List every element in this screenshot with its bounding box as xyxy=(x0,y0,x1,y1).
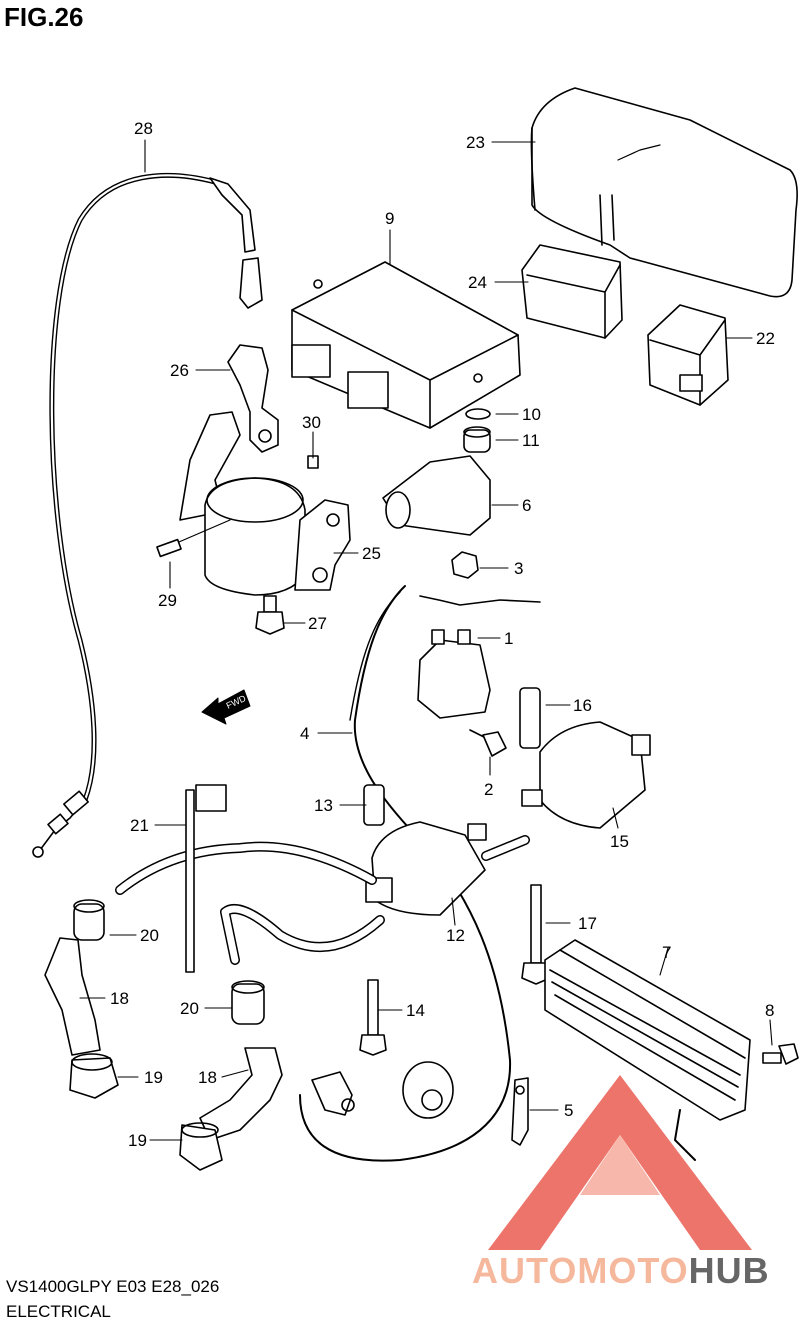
connector-lower xyxy=(311,1071,355,1116)
boot-part-18-right xyxy=(199,1047,283,1141)
section-name: ELECTRICAL xyxy=(6,1302,111,1321)
bracket-part-21 xyxy=(185,784,227,973)
watermark-text: AUTOMOTOHUB xyxy=(472,1250,770,1292)
callout-5: 5 xyxy=(564,1101,573,1120)
callout-15: 15 xyxy=(610,832,629,851)
sensor-part-25 xyxy=(179,411,351,596)
forward-arrow: FWD xyxy=(201,689,251,725)
callout-19-left: 19 xyxy=(144,1068,163,1087)
callout-17: 17 xyxy=(578,914,597,933)
bolt-part-14 xyxy=(359,979,387,1056)
callout-6: 6 xyxy=(522,496,531,515)
callout-22: 22 xyxy=(756,329,775,348)
callout-25: 25 xyxy=(362,544,381,563)
callout-7: 7 xyxy=(662,943,671,962)
spacer-part-13 xyxy=(363,784,385,826)
spacer-part-16 xyxy=(519,687,541,749)
callout-26: 26 xyxy=(170,361,189,380)
callout-21: 21 xyxy=(130,816,149,835)
callout-27: 27 xyxy=(308,614,327,633)
relay-part-22 xyxy=(647,304,729,406)
callout-12: 12 xyxy=(446,926,465,945)
bolt-part-8 xyxy=(762,1043,799,1065)
grommet-part-11 xyxy=(463,426,491,453)
callout-11: 11 xyxy=(522,431,540,450)
grommet-lower xyxy=(402,1061,454,1119)
leader-lines xyxy=(79,139,773,1141)
boot-part-6 xyxy=(382,455,491,536)
regulator-part-7 xyxy=(544,939,751,1161)
callout-2: 2 xyxy=(484,780,493,799)
callout-28: 28 xyxy=(134,119,153,138)
callout-8: 8 xyxy=(765,1001,774,1020)
cap-part-20-lower xyxy=(231,980,265,1025)
clamp-part-5 xyxy=(511,1077,529,1146)
callout-16: 16 xyxy=(573,696,592,715)
callout-3: 3 xyxy=(514,559,523,578)
ecu-part-9 xyxy=(291,261,521,429)
figure-title: FIG.26 xyxy=(4,2,84,32)
callout-13: 13 xyxy=(314,796,333,815)
callout-24: 24 xyxy=(468,273,487,292)
cap-part-19-left xyxy=(69,1053,119,1099)
ignition-coil-part-15 xyxy=(521,721,651,829)
callout-18-left: 18 xyxy=(110,989,129,1008)
bracket-part-26 xyxy=(227,344,279,453)
callout-19-right: 19 xyxy=(128,1131,147,1150)
starter-relay-part-1 xyxy=(417,629,491,719)
callout-20-upper: 20 xyxy=(140,926,159,945)
callout-4: 4 xyxy=(300,724,309,743)
bolt-part-29 xyxy=(156,519,231,558)
cable-part-28 xyxy=(32,172,263,858)
callout-30: 30 xyxy=(302,413,321,432)
callout-18-right: 18 xyxy=(198,1068,217,1087)
callout-20-lower: 20 xyxy=(180,999,199,1018)
wire-part-4 xyxy=(299,585,541,1162)
cap-part-19-right xyxy=(179,1122,223,1171)
cap-part-20-upper xyxy=(73,899,105,941)
callout-9: 9 xyxy=(385,209,394,228)
boot-part-18-left xyxy=(44,937,101,1056)
bolt-part-2 xyxy=(469,729,507,757)
watermark-logo xyxy=(488,1075,752,1250)
bolt-part-27 xyxy=(255,595,285,635)
callout-29: 29 xyxy=(158,591,177,610)
callout-23: 23 xyxy=(466,133,485,152)
washer-part-10 xyxy=(465,408,491,420)
plug-wires xyxy=(115,835,530,965)
ignition-coil-part-12 xyxy=(365,821,487,916)
callout-10: 10 xyxy=(522,405,541,424)
cover-part-23 xyxy=(530,87,798,298)
watermark-text-a: AUTOMOTO xyxy=(472,1250,689,1291)
relay-part-24 xyxy=(521,244,623,339)
model-code: VS1400GLPY E03 E28_026 xyxy=(6,1277,220,1296)
bolt-part-17 xyxy=(521,884,551,985)
callout-1: 1 xyxy=(504,629,513,648)
nut-part-3 xyxy=(451,551,479,579)
watermark-text-b: HUB xyxy=(688,1250,770,1291)
callout-14: 14 xyxy=(406,1001,425,1020)
